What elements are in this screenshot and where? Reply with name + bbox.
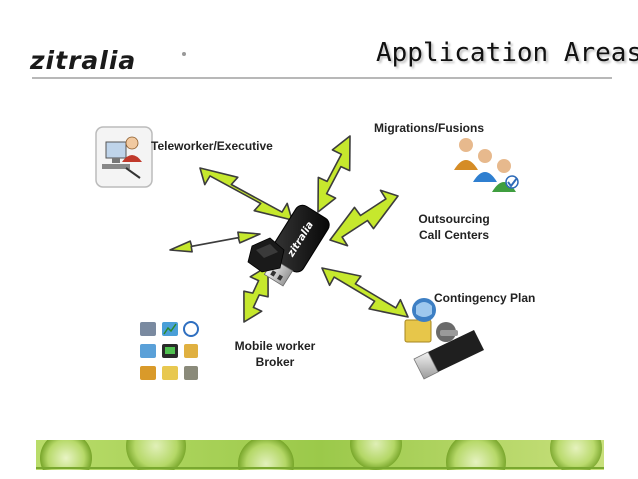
application-icons-grid — [140, 321, 199, 380]
computer-user-icon — [95, 126, 153, 188]
label-mobile-line2: Broker — [255, 355, 295, 369]
logo-dot — [182, 52, 186, 56]
label-teleworker: Teleworker/Executive — [151, 139, 273, 153]
slide-title: Application Areas — [376, 38, 638, 68]
label-outsourcing: Outsourcing Call Centers — [404, 211, 504, 243]
title-divider — [32, 77, 612, 79]
people-group-icon — [454, 138, 519, 192]
arrow-outsourcing — [329, 189, 399, 247]
label-contingency: Contingency Plan — [434, 291, 536, 305]
arrow-contingency — [321, 267, 409, 318]
label-mobile: Mobile worker Broker — [220, 338, 330, 370]
label-migrations: Migrations/Fusions — [374, 121, 485, 135]
usb-key-icon — [404, 298, 484, 380]
arrow-left — [169, 231, 261, 253]
usb-token-device: zitralia — [247, 204, 330, 287]
label-mobile-line1: Mobile worker — [234, 339, 316, 353]
footer-lime-banner — [36, 440, 604, 470]
footer-lime-graphic — [36, 440, 604, 470]
arrow-migrations — [317, 135, 351, 213]
arrow-teleworker — [199, 167, 293, 221]
zitralia-logo: zitralia — [30, 46, 186, 75]
label-outsourcing-line1: Outsourcing — [418, 212, 490, 226]
logo-text: zitralia — [30, 46, 137, 75]
label-outsourcing-line2: Call Centers — [418, 228, 490, 242]
